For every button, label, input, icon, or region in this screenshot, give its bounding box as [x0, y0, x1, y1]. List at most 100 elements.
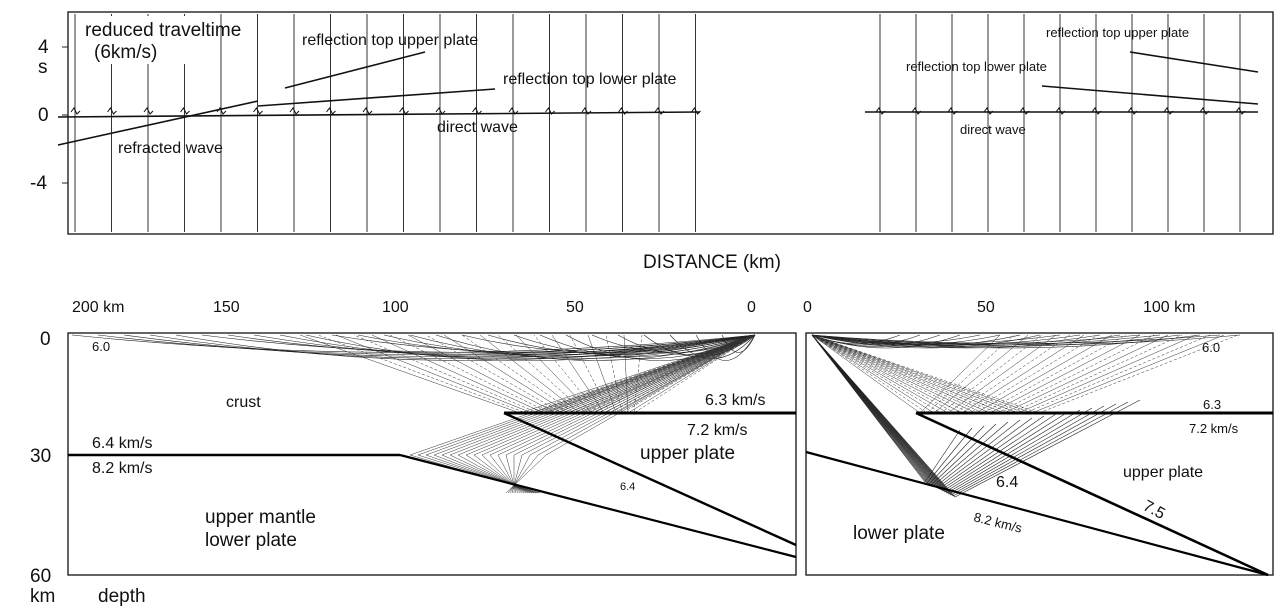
- depth-axis-label: depth: [98, 586, 146, 607]
- reflection-lower-curve-right: [1041, 85, 1259, 105]
- xtick-left-0: 0: [747, 299, 756, 316]
- y-unit-label: s: [38, 57, 48, 78]
- refracted-wave-curve: [57, 100, 259, 146]
- velocity-label-8-2-right: 8.2 km/s: [972, 509, 1024, 536]
- trace-wiggle: [362, 107, 373, 115]
- raypath-deep: [507, 334, 756, 494]
- label-reflection-upper-right: reflection top upper plate: [1046, 25, 1189, 40]
- trace-wiggle: [399, 107, 409, 115]
- velocity-label-6-0-right: 6.0: [1202, 340, 1220, 355]
- xtick-left-200: 200 km: [72, 299, 124, 316]
- xtick-right-100: 100 km: [1143, 299, 1195, 316]
- ytick-label-m4: -4: [30, 173, 47, 194]
- raypath-curve: [357, 334, 756, 355]
- label-reflection-upper: reflection top upper plate: [302, 32, 478, 49]
- velocity-label-6-4-small: 6.4: [620, 481, 635, 493]
- raypath-curve-right: [811, 334, 1041, 349]
- raypath-deep: [497, 334, 756, 494]
- velocity-label-6-4: 6.4 km/s: [92, 435, 152, 452]
- raypath-reflected: [633, 334, 756, 414]
- trace-wiggle: [435, 107, 446, 115]
- traveltime-title: reduced traveltime: [85, 20, 241, 41]
- raypath-curve-right: [811, 334, 1121, 349]
- distance-axis-label: DISTANCE (km): [643, 252, 781, 273]
- xtick-left-50: 50: [566, 299, 584, 316]
- raypath-deep-right: [811, 334, 973, 484]
- raypath-reflected-right: [811, 334, 1015, 414]
- right-model-frame: [805, 332, 1274, 576]
- label-refracted-wave: refracted wave: [118, 140, 223, 157]
- raypath-curve: [227, 334, 756, 355]
- raypath-model-left: 200 km 150 100 50 0 0 30 60 km depth 6.0…: [30, 299, 797, 607]
- traveltime-panel: 4 s 0 -4 reduced traveltime (6km/s) refl…: [30, 11, 1274, 235]
- xtick-right-0: 0: [803, 299, 812, 316]
- label-crust: crust: [226, 394, 261, 411]
- raypath-model-right: 0 50 100 km 6.0 6.3 7.2 km/s upper plate…: [803, 299, 1274, 577]
- raypath-curve-right: [811, 334, 1181, 347]
- raypath-deep: [465, 334, 756, 494]
- label-direct-wave-right: direct wave: [960, 122, 1026, 137]
- raypath-curve: [279, 334, 756, 359]
- label-reflection-lower-right: reflection top lower plate: [906, 59, 1047, 74]
- raypath-curve-right: [811, 334, 1201, 349]
- raypath-deep: [505, 334, 756, 494]
- label-upper-plate-right: upper plate: [1123, 464, 1203, 481]
- interface-upper-plate-dip-right: [915, 411, 1269, 577]
- raypath-curve: [487, 334, 756, 355]
- raypath-deep-right: [811, 334, 1009, 487]
- raypath-curve: [175, 334, 756, 361]
- raypath-deep: [473, 334, 756, 494]
- xtick-left-100: 100: [382, 299, 409, 316]
- traveltime-velocity: (6km/s): [94, 42, 157, 63]
- raypath-deep: [449, 334, 756, 494]
- depth-tick-0: 0: [40, 329, 51, 350]
- velocity-label-7-2-right: 7.2 km/s: [1189, 421, 1239, 436]
- interface-lower-plate: [399, 453, 797, 559]
- reflection-upper-curve-right: [1129, 51, 1259, 73]
- raypath-deep: [481, 334, 756, 494]
- raypath-deep: [513, 334, 756, 493]
- raypath-curve-right: [811, 334, 1221, 344]
- trace-wiggle: [180, 107, 190, 115]
- raypath-deep: [489, 334, 756, 494]
- interface-upper-plate-dip: [503, 411, 797, 547]
- depth-tick-30: 30: [30, 446, 51, 467]
- traveltime-frame: [67, 11, 1274, 235]
- raypath-deep-right: [811, 334, 961, 483]
- raypath-deep-right: [811, 334, 985, 485]
- raypath-reflected: [425, 334, 756, 414]
- raypath-deep: [457, 334, 756, 494]
- trace-wiggle: [508, 107, 519, 115]
- raypath-deep: [509, 334, 756, 494]
- raypath-reflected-right: [811, 334, 1183, 414]
- raypath-curve-right: [811, 334, 1161, 346]
- raypath-curve: [331, 334, 756, 353]
- ytick-label-0: 0: [38, 105, 49, 126]
- trace-wiggle: [143, 107, 154, 115]
- raypath-curve: [513, 334, 756, 357]
- raypath-curve: [695, 334, 756, 361]
- xtick-right-50: 50: [977, 299, 995, 316]
- label-lower-plate-left: lower plate: [205, 530, 297, 551]
- trace-wiggle: [70, 107, 81, 115]
- label-upper-mantle: upper mantle: [205, 507, 316, 528]
- raypath-deep: [511, 334, 756, 494]
- raypath-deep-right: [811, 334, 1141, 498]
- direct-wave-curve: [57, 111, 701, 118]
- raypath-curve: [721, 334, 756, 353]
- velocity-label-7-2: 7.2 km/s: [687, 422, 747, 439]
- label-reflection-lower: reflection top lower plate: [503, 71, 677, 88]
- ytick-label-4: 4: [38, 37, 49, 58]
- velocity-label-6-3-right: 6.3: [1203, 397, 1221, 412]
- velocity-label-8-2: 8.2 km/s: [92, 460, 152, 477]
- seismogram-traces: [70, 14, 1246, 232]
- raypath-reflected: [605, 334, 756, 414]
- raypath-curve: [435, 334, 756, 361]
- raypath-deep-right: [811, 334, 997, 486]
- raypath-curve-right: [811, 334, 961, 349]
- raypath-deep-right: [811, 334, 1129, 497]
- raypath-curve: [409, 334, 756, 359]
- raypath-deep: [505, 334, 756, 494]
- label-direct-wave: direct wave: [437, 119, 518, 136]
- trace-wiggle: [107, 107, 117, 115]
